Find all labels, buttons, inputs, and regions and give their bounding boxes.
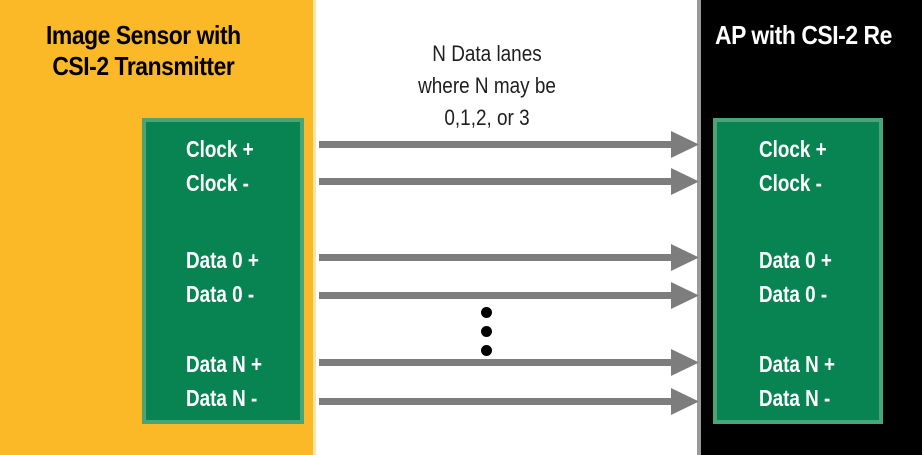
lane-arrow-dataN-minus — [319, 388, 699, 415]
tx-pin-dataN-plus: Data N + — [186, 351, 263, 377]
rx-pin-dataN-minus: Data N - — [759, 385, 831, 411]
transmitter-title-line2: CSI-2 Transmitter — [52, 51, 235, 81]
rx-pin-clock-minus: Clock - — [759, 170, 822, 196]
lane-arrow-data0-plus — [319, 244, 699, 271]
receiver-title: AP with CSI-2 Re — [715, 20, 892, 50]
annotation-line3: 0,1,2, or 3 — [444, 105, 530, 130]
tx-pin-clock-minus: Clock - — [186, 170, 249, 196]
tx-pin-clock-plus: Clock + — [186, 136, 254, 162]
transmitter-title-line1: Image Sensor with — [46, 20, 241, 50]
ellipsis-dot-1 — [481, 307, 492, 318]
rx-pin-clock-plus: Clock + — [759, 136, 827, 162]
transmitter-port-box: Clock + Clock - Data 0 + Data 0 - Data N… — [142, 118, 304, 424]
tx-pin-data0-plus: Data 0 + — [186, 247, 259, 273]
transmitter-block: Image Sensor with CSI-2 Transmitter Cloc… — [0, 0, 316, 455]
annotation-line1: N Data lanes — [432, 41, 542, 66]
tx-pin-data0-minus: Data 0 - — [186, 281, 255, 307]
lane-arrow-clock-plus — [319, 131, 699, 158]
rx-pin-data0-minus: Data 0 - — [759, 281, 828, 307]
lane-arrow-dataN-plus — [319, 349, 699, 376]
receiver-block: AP with CSI-2 Re Clock + Clock - Data 0 … — [697, 0, 922, 455]
lanes-annotation: N Data lanes where N may be 0,1,2, or 3 — [392, 38, 582, 134]
tx-pin-dataN-minus: Data N - — [186, 385, 258, 411]
annotation-line2: where N may be — [418, 73, 556, 98]
receiver-port-box: Clock + Clock - Data 0 + Data 0 - Data N… — [713, 118, 883, 424]
lane-arrow-data0-minus — [319, 282, 699, 309]
rx-pin-data0-plus: Data 0 + — [759, 247, 832, 273]
rx-pin-dataN-plus: Data N + — [759, 351, 836, 377]
ellipsis-dot-2 — [481, 326, 492, 337]
ellipsis-dot-3 — [481, 345, 492, 356]
transmitter-title: Image Sensor with CSI-2 Transmitter — [46, 20, 241, 82]
lane-arrow-clock-minus — [319, 168, 699, 195]
